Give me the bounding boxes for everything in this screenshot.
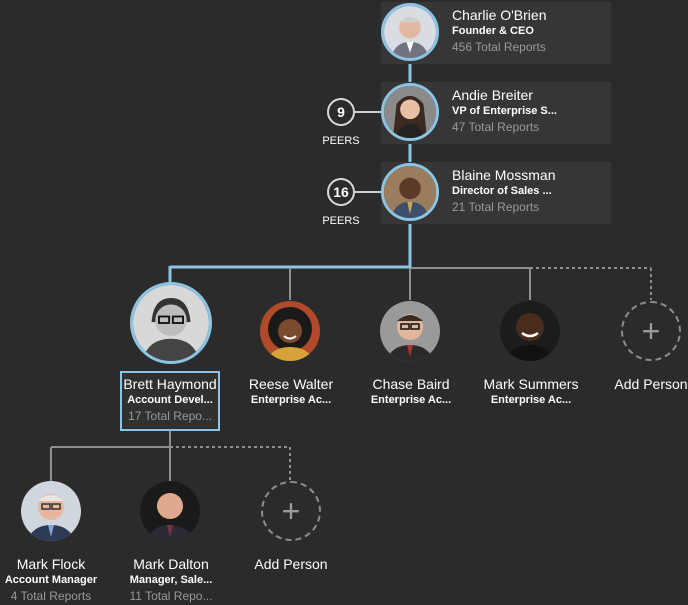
- add-person-button[interactable]: +: [621, 301, 681, 361]
- peers-count-badge[interactable]: 16: [327, 178, 355, 206]
- person-title: Director of Sales ...: [452, 185, 552, 197]
- add-person-button[interactable]: +: [261, 481, 321, 541]
- avatar[interactable]: [381, 83, 439, 141]
- add-person-text: Add Person: [614, 376, 688, 392]
- total-reports: 21 Total Reports: [452, 200, 540, 214]
- grandchild-card-1[interactable]: Mark Flock Account Manager 4 Total Repor…: [0, 555, 111, 605]
- person-title: Enterprise Ac...: [250, 394, 332, 406]
- total-reports: 11 Total Repo...: [129, 589, 213, 603]
- avatar[interactable]: [380, 301, 440, 361]
- child-card-4[interactable]: Mark Summers Enterprise Ac...: [471, 375, 591, 407]
- child-card-1[interactable]: Brett Haymond Account Devel... 17 Total …: [110, 375, 230, 425]
- total-reports: 456 Total Reports: [452, 40, 546, 54]
- person-title: Account Devel...: [127, 394, 213, 406]
- avatar[interactable]: [140, 481, 200, 541]
- child-card-2[interactable]: Reese Walter Enterprise Ac...: [231, 375, 351, 407]
- selected-person-box[interactable]: [120, 371, 220, 431]
- avatar[interactable]: [381, 3, 439, 61]
- total-reports: 47 Total Reports: [452, 120, 540, 134]
- add-person-text: Add Person: [254, 556, 328, 572]
- person-name: Mark Summers: [483, 376, 579, 392]
- peers-count-badge[interactable]: 9: [327, 98, 355, 126]
- person-name: Brett Haymond: [123, 376, 217, 392]
- plus-icon: +: [641, 313, 661, 349]
- person-title: Account Manager: [4, 574, 98, 586]
- person-name: Reese Walter: [248, 376, 334, 392]
- add-person-label[interactable]: Add Person: [231, 555, 351, 573]
- person-title: Manager, Sale...: [129, 574, 213, 586]
- person-title: Enterprise Ac...: [490, 394, 572, 406]
- person-name: Andie Breiter: [452, 87, 533, 103]
- add-person-label[interactable]: Add Person: [591, 375, 688, 393]
- peers-label: PEERS: [322, 215, 360, 227]
- peers-label: PEERS: [322, 135, 360, 147]
- person-name: Charlie O'Brien: [452, 7, 547, 23]
- avatar[interactable]: [381, 163, 439, 221]
- person-name: Mark Flock: [16, 556, 86, 572]
- avatar[interactable]: [500, 301, 560, 361]
- person-title: Founder & CEO: [452, 25, 534, 37]
- avatar[interactable]: [21, 481, 81, 541]
- person-title: Enterprise Ac...: [370, 394, 452, 406]
- person-title: VP of Enterprise S...: [452, 105, 557, 117]
- total-reports: 4 Total Reports: [10, 589, 92, 603]
- avatar[interactable]: [260, 301, 320, 361]
- child-card-3[interactable]: Chase Baird Enterprise Ac...: [351, 375, 471, 407]
- person-name: Mark Dalton: [133, 556, 209, 572]
- avatar[interactable]: [130, 282, 212, 364]
- plus-icon: +: [281, 493, 301, 529]
- grandchild-card-2[interactable]: Mark Dalton Manager, Sale... 11 Total Re…: [111, 555, 231, 605]
- person-name: Blaine Mossman: [452, 167, 556, 183]
- total-reports: 17 Total Repo...: [128, 409, 212, 423]
- person-name: Chase Baird: [372, 376, 450, 392]
